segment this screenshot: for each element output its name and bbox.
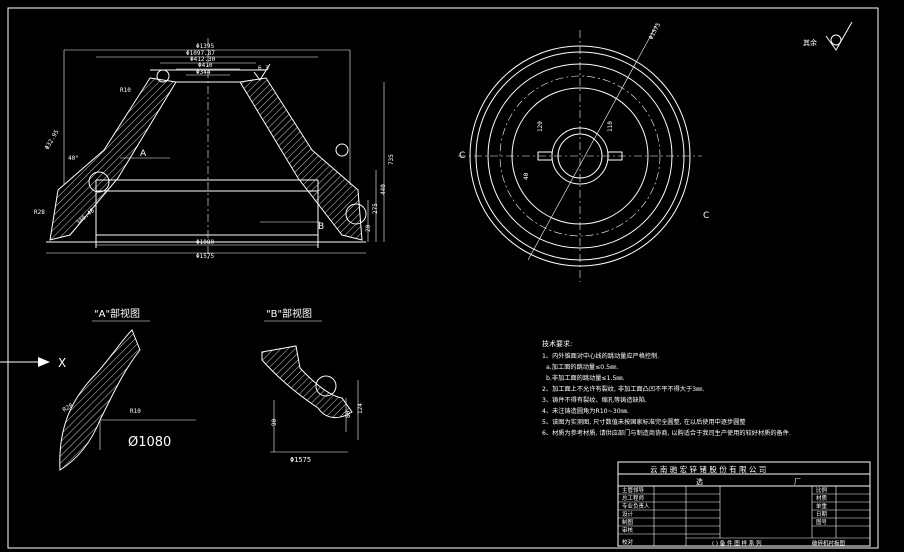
tech-note-item: 1、内外锥面对中心线的跳动量应严格控制. <box>542 352 659 360</box>
dim-top-3: Φ412.30 <box>190 56 216 63</box>
title-row-label: 设计 <box>622 510 634 518</box>
dim-top-4: Φ410 <box>198 62 213 69</box>
dim-left-5: 40° <box>68 155 79 162</box>
title-row-label: 总工程师 <box>622 494 645 502</box>
detail-a-marker: X <box>58 356 66 370</box>
dim-top-2: Φ1097.87 <box>186 50 215 57</box>
dim-left-3: R28 <box>34 209 45 216</box>
tech-note-item: 2、加工面上不允许有裂纹, 非加工面凸凹不平不得大于3㎜. <box>542 385 704 393</box>
view-arrow-icon <box>38 357 50 367</box>
title-right-label: 材质 <box>816 494 828 502</box>
section-b-letter: B <box>318 222 324 232</box>
technical-requirements: 技术要求: 1、内外锥面对中心线的跳动量应严格控制. a.加工面的跳动量≤0.5… <box>542 339 791 437</box>
drawing-frame <box>7 7 879 549</box>
plan-inner-circle-2 <box>557 133 603 179</box>
detail-b-diameter: Φ1575 <box>290 456 311 464</box>
detail-b-title: "B"部视图 <box>266 307 312 320</box>
main-section-view: Φ1395 Φ1097.87 Φ412.30 Φ410 Φ344 Φ1080 Φ… <box>34 38 395 262</box>
detail-b-section <box>261 345 353 418</box>
tech-note-item: 3、铸件不得有裂纹、缩孔等铸造缺陷. <box>542 396 647 404</box>
dim-right-1: 735 <box>388 154 395 165</box>
detail-a-radius-2: R28 <box>62 402 75 414</box>
plan-dim-4: 110 <box>607 121 614 132</box>
title-row-label: 审核 <box>622 526 634 534</box>
plan-dim-1: Φ1575 <box>648 21 663 41</box>
roughness-mark-value: 6.3 <box>258 65 269 72</box>
section-a-letter: A <box>140 149 147 159</box>
detail-b-view: "B"部视图 90 124 80 Φ1575 <box>261 307 364 464</box>
dim-left-1: R10 <box>120 87 131 94</box>
tech-note-item: a.加工面的跳动量≤0.5㎜. <box>546 363 618 371</box>
roughness-mark-icon <box>253 63 271 81</box>
tech-note-item: 5、该图为实测图, 尺寸数值未按国家标准完全圆整, 在以后使用中逐步圆整 <box>542 418 746 426</box>
dim-left-2: Φ32.95 <box>44 128 61 151</box>
title-right-label: 比例 <box>816 486 828 494</box>
detail-a-title: "A"部视图 <box>94 307 140 320</box>
detail-a-view: "A"部视图 X Ø1080 R10 R28 <box>0 307 196 471</box>
detail-b-dim-2: 124 <box>357 403 364 414</box>
plan-dim-2: 120 <box>537 121 544 132</box>
plan-view: Φ1575 120 40 110 C C <box>458 21 709 282</box>
dim-bottom-2: Φ1575 <box>196 253 214 260</box>
title-right-label: 日期 <box>816 511 828 518</box>
detail-a-diameter: Ø1080 <box>128 435 171 450</box>
dim-top-1: Φ1395 <box>196 43 214 50</box>
title-bottom-right: 破碎机衬板图 <box>812 539 846 547</box>
plan-outer-circle <box>469 45 691 267</box>
corner-roughness-note: 其余 <box>803 21 853 51</box>
title-row-label: 专业负责人 <box>622 502 650 510</box>
tech-note-item: 6、材质为参考材质, 请供应部门与制造商协商, 以购适合于我司生产使用的较好材质… <box>542 429 791 437</box>
right-lug-circle <box>345 203 367 225</box>
detail-b-dim-1: 90 <box>271 418 278 426</box>
title-block: 云 南 驰 宏 锌 锗 股 份 有 限 公 司 选 厂 主管领导 总工程师 专业… <box>617 461 871 547</box>
svg-text:其余: 其余 <box>803 38 817 47</box>
plan-section-right: C <box>703 211 709 221</box>
dim-top-5: Φ344 <box>196 69 211 76</box>
dim-right-4: 20 <box>365 224 372 232</box>
tech-note-item: b.非加工面的跳动量≤1.5㎜. <box>546 374 625 382</box>
right-wall-section <box>239 77 363 241</box>
title-factory-right: 厂 <box>794 478 801 486</box>
dim-right-2: 440 <box>380 184 387 195</box>
dim-bottom-1: Φ1080 <box>196 239 214 246</box>
title-row-label: 主管领导 <box>622 486 645 494</box>
detail-b-dim-3: 80 <box>345 410 352 418</box>
left-lug-circle <box>88 171 110 193</box>
dim-right-3: 275 <box>372 203 379 214</box>
title-bottom-text: ( ) 备 件 图 样 系 列 <box>712 539 762 547</box>
plan-section-left: C <box>459 151 465 161</box>
title-row-label: 制图 <box>622 518 634 526</box>
title-right-label: 单重 <box>816 502 828 510</box>
tech-notes-title: 技术要求: <box>542 339 572 348</box>
title-row-label: 校对 <box>622 538 634 546</box>
tech-note-item: 4、未注铸造圆角为R10~30㎜. <box>542 407 629 415</box>
title-factory-left: 选 <box>696 477 703 486</box>
detail-a-radius: R10 <box>130 408 141 415</box>
title-right-label: 图号 <box>816 518 828 526</box>
title-company: 云 南 驰 宏 锌 锗 股 份 有 限 公 司 <box>650 464 766 474</box>
roughness-symbol-icon <box>825 21 853 51</box>
detail-a-section <box>59 329 141 471</box>
left-wall-section <box>49 77 177 241</box>
plan-dim-3: 40 <box>523 172 530 180</box>
